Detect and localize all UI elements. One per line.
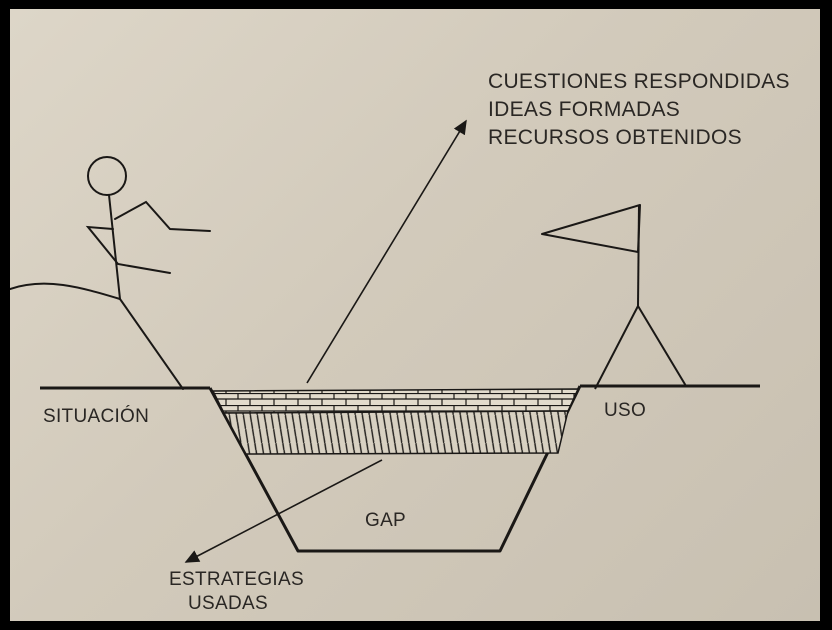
gap-label: GAP bbox=[365, 510, 407, 531]
results-line-2: IDEAS FORMADAS bbox=[488, 98, 681, 121]
sense-making-diagram bbox=[10, 119, 760, 563]
results-line-3: RECURSOS OBTENIDOS bbox=[488, 126, 742, 149]
results-arrow bbox=[306, 119, 467, 384]
bridge-brick-layer bbox=[211, 388, 580, 414]
bridge-hatch-layer bbox=[222, 410, 569, 455]
gap-trench bbox=[208, 385, 582, 553]
strategies-arrow bbox=[184, 459, 383, 563]
results-text-block: CUESTIONES RESPONDIDAS IDEAS FORMADAS RE… bbox=[488, 71, 790, 155]
flag-figure bbox=[541, 204, 687, 390]
situation-label: SITUACIÓN bbox=[43, 406, 150, 427]
use-label: USO bbox=[604, 400, 647, 421]
results-line-1: CUESTIONES RESPONDIDAS bbox=[488, 70, 790, 93]
strategies-label-line-2: USADAS bbox=[188, 593, 268, 614]
diagram-panel: CUESTIONES RESPONDIDAS IDEAS FORMADAS RE… bbox=[10, 9, 820, 621]
stick-figure-runner bbox=[10, 156, 211, 390]
strategies-label-line-1: ESTRATEGIAS bbox=[169, 569, 304, 590]
